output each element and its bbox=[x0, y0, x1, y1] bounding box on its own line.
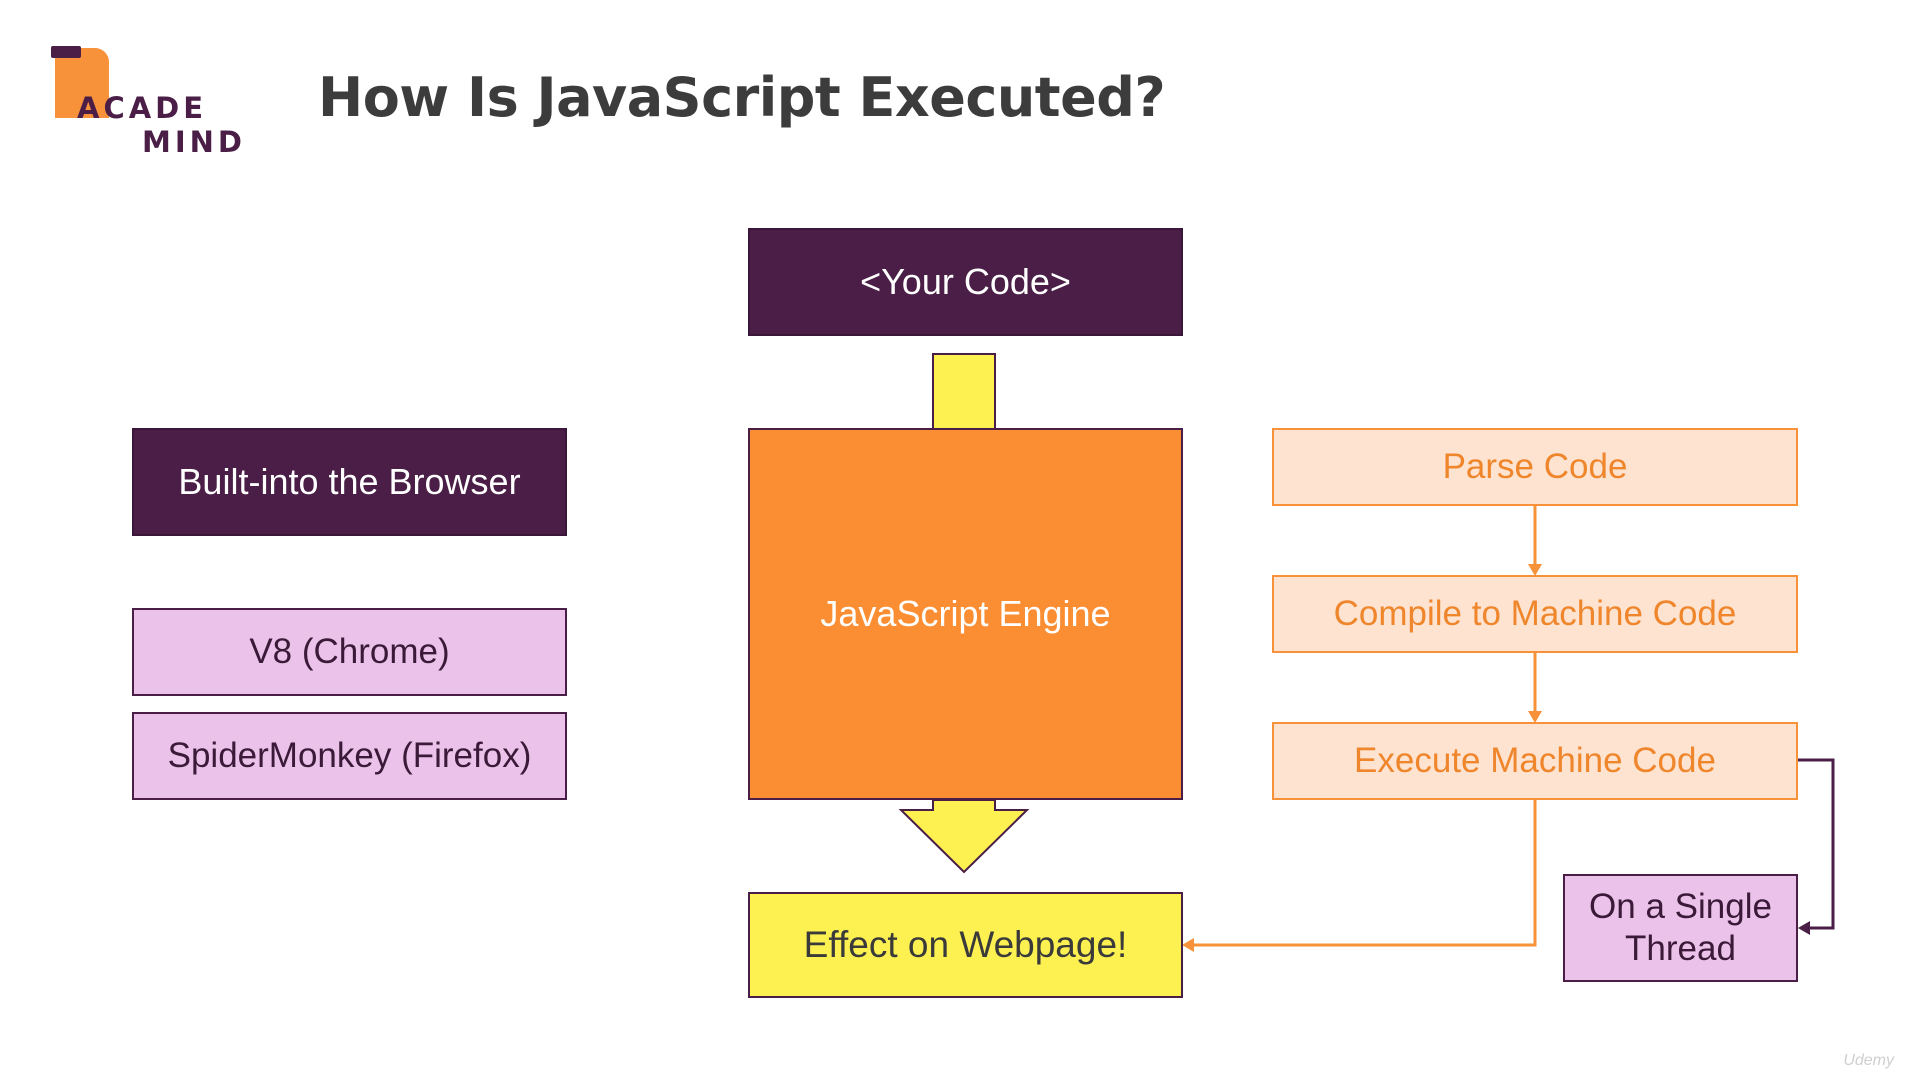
spidermonkey-firefox-box: SpiderMonkey (Firefox) bbox=[132, 712, 567, 800]
javascript-engine-box: JavaScript Engine bbox=[748, 428, 1183, 800]
udemy-watermark: Udemy bbox=[1843, 1052, 1894, 1069]
built-into-browser-box: Built-into the Browser bbox=[132, 428, 567, 536]
engine-to-effect-arrow bbox=[898, 799, 1030, 874]
code-to-engine-arrow bbox=[932, 353, 996, 431]
execute-machine-code-box: Execute Machine Code bbox=[1272, 722, 1798, 800]
your-code-box: <Your Code> bbox=[748, 228, 1183, 336]
execute-to-thread-arrowhead bbox=[1798, 921, 1810, 935]
logo-bookmark-icon bbox=[51, 46, 109, 118]
compile-machine-code-box: Compile to Machine Code bbox=[1272, 575, 1798, 653]
parse-code-box: Parse Code bbox=[1272, 428, 1798, 506]
single-thread-box: On a Single Thread bbox=[1563, 874, 1798, 982]
execute-to-thread-connector bbox=[1797, 758, 1835, 930]
execute-to-effect-arrowhead bbox=[1182, 938, 1194, 952]
academind-logo: ACADE MIND bbox=[50, 44, 250, 159]
logo-text-top: ACADE bbox=[77, 91, 208, 125]
slide-title: How Is JavaScript Executed? bbox=[318, 66, 1166, 129]
logo-text-bottom: MIND bbox=[142, 125, 246, 159]
v8-chrome-box: V8 (Chrome) bbox=[132, 608, 567, 696]
effect-on-webpage-box: Effect on Webpage! bbox=[748, 892, 1183, 998]
compile-to-execute-arrowhead bbox=[1528, 711, 1542, 723]
parse-to-compile-arrowhead bbox=[1528, 564, 1542, 576]
execute-to-effect-connector bbox=[1190, 798, 1537, 947]
